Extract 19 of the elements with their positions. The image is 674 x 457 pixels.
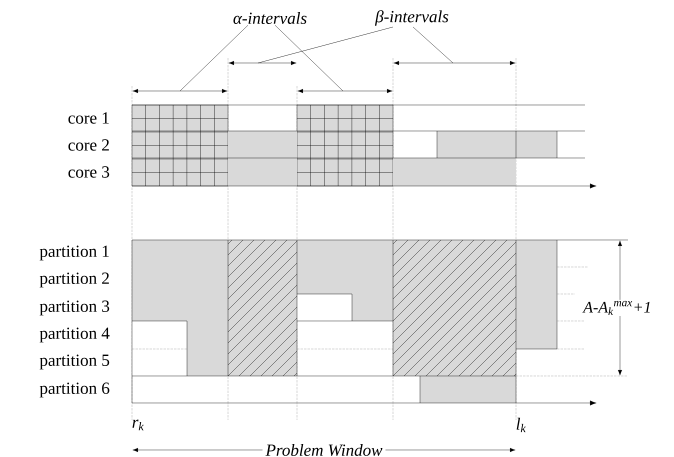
interval-label: β-intervals <box>374 10 448 26</box>
leader-line <box>180 24 248 92</box>
row-label: partition 6 <box>40 382 110 398</box>
leader-line <box>258 26 394 64</box>
time-label: l$_{k}$ <box>516 418 526 432</box>
row-label: partition 3 <box>40 300 110 316</box>
row-label: core 2 <box>68 139 109 151</box>
row-label: partition 2 <box>40 272 109 288</box>
row-label: partition 5 <box>40 354 110 370</box>
row-label: partition 1 <box>40 246 109 260</box>
interval-label: α-intervals <box>233 12 307 24</box>
leader-line <box>412 26 454 64</box>
window-label: Problem Window <box>262 440 386 457</box>
row-label: partition 4 <box>40 328 110 342</box>
row-label: core 1 <box>68 112 109 124</box>
dimension-label: A-A$_{k}$$^{max}$+1 <box>582 300 652 316</box>
row-label: core 3 <box>68 166 110 178</box>
leader-line <box>274 24 344 92</box>
time-label: r$_{k}$ <box>132 420 144 430</box>
